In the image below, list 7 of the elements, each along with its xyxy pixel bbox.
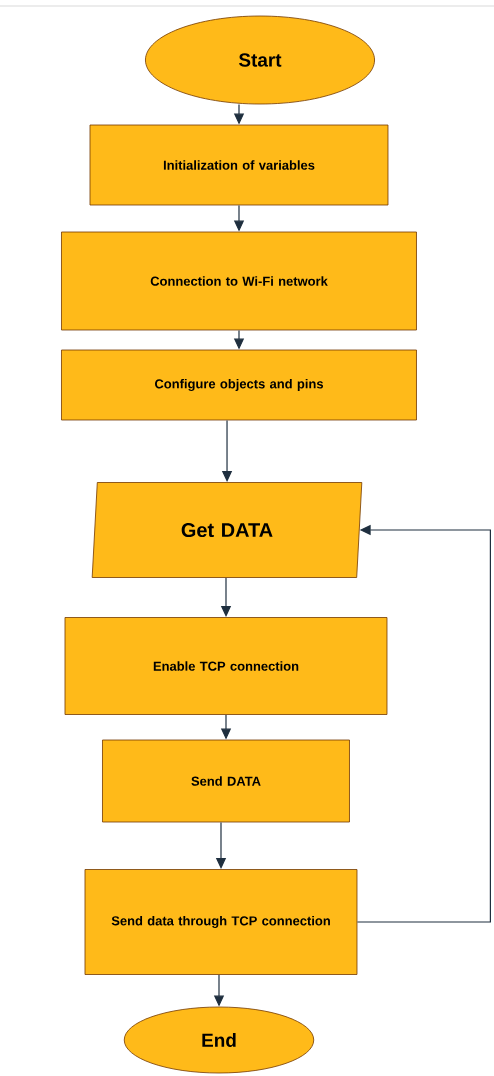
- process-box: Send data through TCP connection: [84, 869, 358, 975]
- input-parallelogram: Get DATA: [91, 482, 363, 578]
- process-box: Send DATA: [102, 739, 350, 823]
- process-box: Connection to Wi-Fi network: [61, 231, 417, 331]
- process-box: Enable TCP connection: [64, 617, 388, 715]
- process-box: Configure objects and pins: [61, 349, 417, 421]
- process-box: Initialization of variables: [89, 124, 389, 206]
